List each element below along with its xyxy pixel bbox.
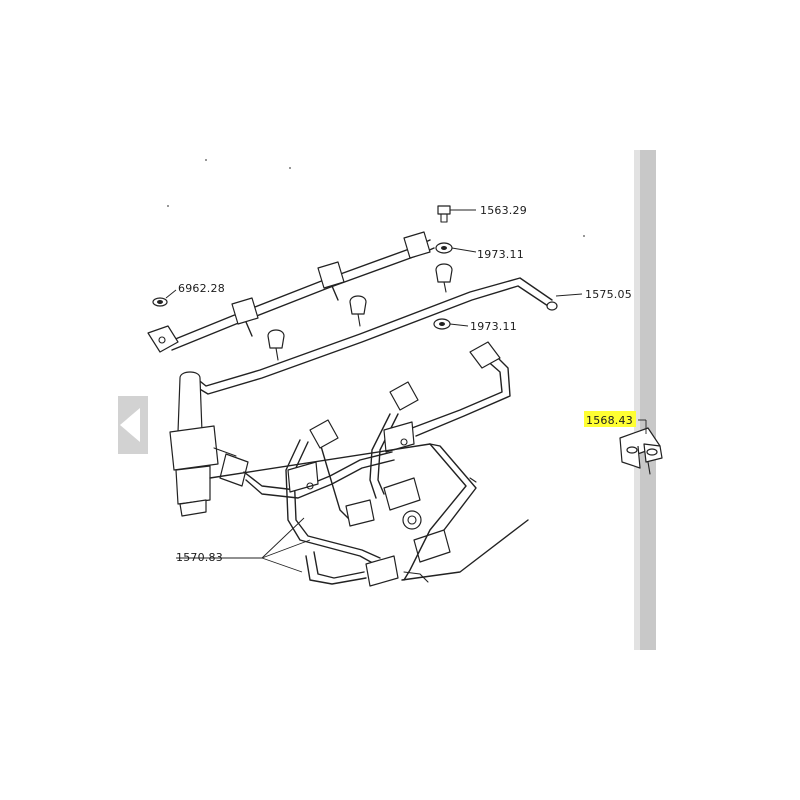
return-manifold	[147, 231, 435, 353]
side-bar	[634, 150, 656, 650]
scan-specks	[167, 159, 611, 421]
label-1570-83: 1570.83	[176, 551, 223, 564]
washer-1973-11-bottom	[433, 318, 469, 330]
prev-arrow-icon[interactable]	[118, 396, 148, 454]
washer-1973-11-top	[435, 242, 477, 254]
label-6962-28: 6962.28	[178, 282, 225, 295]
bolt-1563-29	[437, 205, 476, 223]
washer-6962-28	[152, 289, 177, 307]
injection-pump	[209, 443, 529, 583]
bracket-1568-43	[619, 419, 663, 475]
hp-pipes-1570-83	[176, 341, 511, 587]
leakoff-pipe-1575-05	[195, 263, 583, 395]
label-1563-29: 1563.29	[480, 204, 527, 217]
injector	[169, 371, 249, 517]
label-1575-05: 1575.05	[585, 288, 632, 301]
label-1973-11-bottom: 1973.11	[470, 320, 517, 333]
label-1973-11-top: 1973.11	[477, 248, 524, 261]
